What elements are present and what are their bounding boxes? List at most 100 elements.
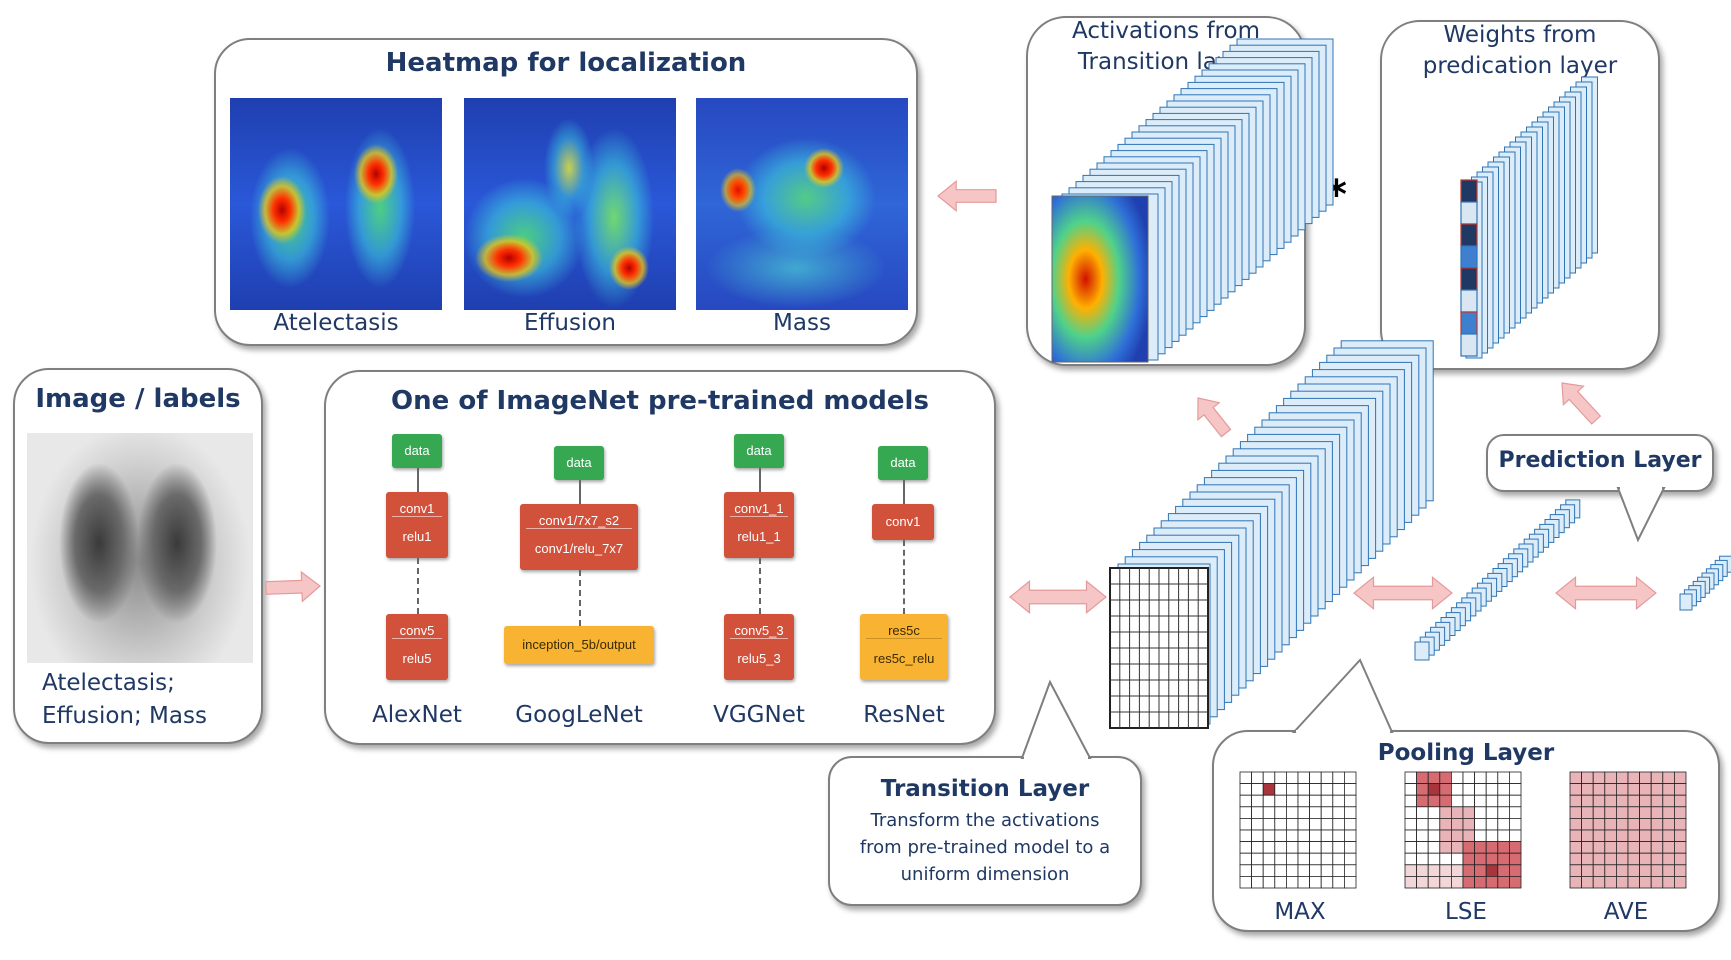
pool-max-cell-8-7: [1320, 864, 1334, 877]
pool-max-cell-7-8: [1332, 852, 1345, 866]
pool-max-cell-5-7: [1320, 829, 1334, 843]
pool-ave-cell-1-8: [1662, 783, 1675, 796]
pool-max-cell-4-0: [1239, 818, 1253, 831]
pool-max-cell-0-1: [1251, 771, 1264, 785]
activations-title-line1: Activations from: [1072, 18, 1260, 44]
pool-max-cell-2-0: [1239, 794, 1253, 808]
pool-ave-cell-0-4: [1616, 771, 1629, 785]
pool-lse-cell-9-7: [1485, 876, 1499, 889]
pool-lse-cell-3-0: [1404, 806, 1418, 819]
pool-ave-cell-1-4: [1616, 783, 1629, 796]
vggnet-edge-2: [759, 558, 761, 614]
pool-max-cell-1-1: [1251, 783, 1264, 796]
weights-title-line1: Weights from: [1443, 22, 1597, 48]
pool-ave-cell-4-0: [1569, 818, 1583, 831]
prediction-layer-callout: Prediction Layer: [1486, 434, 1714, 492]
pool-max-cell-8-0: [1239, 864, 1253, 877]
pool-ave-cell-4-1: [1581, 818, 1594, 831]
pool-lse-cell-4-9: [1509, 818, 1522, 831]
pool-lse-cell-5-9: [1509, 829, 1522, 843]
pool-lse-cell-7-4: [1451, 852, 1464, 866]
pool-label-max: MAX: [1274, 899, 1326, 925]
pool-ave-cell-2-0: [1569, 794, 1583, 808]
pool-ave-cell-3-6: [1639, 806, 1652, 819]
pool-lse-cell-8-4: [1451, 864, 1464, 877]
pool-ave-cell-3-5: [1627, 806, 1641, 819]
weights-cell-7: [1460, 333, 1478, 357]
pool-max-cell-9-1: [1251, 876, 1264, 889]
arrow-pooling-prediction: [1555, 575, 1657, 611]
pool-max-cell-3-6: [1309, 806, 1322, 819]
pool-lse-cell-5-8: [1497, 829, 1510, 843]
pool-lse-cell-6-1: [1416, 841, 1429, 854]
pool-ave-cell-3-4: [1616, 806, 1629, 819]
pool-max-cell-7-4: [1286, 852, 1299, 866]
weights-cell-1: [1460, 201, 1478, 225]
pool-ave-cell-6-0: [1569, 841, 1583, 854]
pool-ave-cell-6-3: [1604, 841, 1617, 854]
googlenet-inception-label: inception_5b/output: [522, 637, 636, 652]
transition-layer-callout: Transition Layer Transform the activatio…: [828, 756, 1142, 906]
vggnet-data-node: data: [734, 434, 784, 468]
heatmap-image-mass: [696, 98, 908, 310]
pool-ave-cell-0-9: [1674, 771, 1687, 785]
pool-lse-cell-4-4: [1451, 818, 1464, 831]
googlenet-data-node: data: [554, 446, 604, 480]
image-labels-panel: Image / labels Atelectasis; Effusion; Ma…: [13, 368, 263, 744]
pool-max-cell-9-7: [1320, 876, 1334, 889]
pool-max-cell-4-9: [1344, 818, 1357, 831]
pool-max-cell-1-4: [1286, 783, 1299, 796]
pool-ave-cell-5-3: [1604, 829, 1617, 843]
pool-lse-cell-1-8: [1497, 783, 1510, 796]
pool-ave-cell-4-8: [1662, 818, 1675, 831]
pool-max-cell-1-8: [1332, 783, 1345, 796]
pool-lse-cell-3-4: [1451, 806, 1464, 819]
pool-ave-cell-1-7: [1650, 783, 1664, 796]
pool-ave-cell-0-6: [1639, 771, 1652, 785]
pretrained-models-panel: One of ImageNet pre-trained models data …: [324, 370, 996, 745]
transition-desc-line3: uniform dimension: [900, 864, 1070, 885]
pool-ave-cell-9-1: [1581, 876, 1594, 889]
pool-ave-cell-0-1: [1581, 771, 1594, 785]
resnet-data-label: data: [890, 455, 916, 470]
pool-max-cell-4-1: [1251, 818, 1264, 831]
pool-max-cell-1-5: [1297, 783, 1311, 796]
resnet-data-node: data: [878, 446, 928, 480]
pool-lse-cell-1-3: [1439, 783, 1452, 796]
alexnet-relu1-label: relu1: [402, 529, 432, 544]
pool-lse-cell-0-6: [1474, 771, 1487, 785]
pool-ave-cell-7-4: [1616, 852, 1629, 866]
pool-ave-cell-2-3: [1604, 794, 1617, 808]
pool-ave-cell-6-1: [1581, 841, 1594, 854]
pool-max-cell-0-4: [1286, 771, 1299, 785]
pool-max-cell-7-2: [1262, 852, 1276, 866]
pool-lse-cell-5-4: [1451, 829, 1464, 843]
pool-max-cell-2-7: [1320, 794, 1334, 808]
prediction-vector-slab-0: [1679, 593, 1693, 611]
pool-lse-cell-6-7: [1485, 841, 1499, 854]
pool-lse-cell-3-3: [1439, 806, 1452, 819]
weights-title-line2: predication layer: [1422, 53, 1618, 79]
pool-lse-cell-2-7: [1485, 794, 1499, 808]
pool-max-cell-4-4: [1286, 818, 1299, 831]
pool-ave-cell-1-3: [1604, 783, 1617, 796]
pool-ave-cell-7-6: [1639, 852, 1652, 866]
pool-ave-cell-1-5: [1627, 783, 1641, 796]
pool-max-cell-7-3: [1274, 852, 1287, 866]
pool-max-cell-8-4: [1286, 864, 1299, 877]
pool-max-cell-2-8: [1332, 794, 1345, 808]
prediction-layer-title: Prediction Layer: [1498, 448, 1702, 473]
arrow-prediction-to-weights: [1561, 382, 1602, 425]
pool-max-cell-9-0: [1239, 876, 1253, 889]
alexnet-bottom-node: conv5 relu5: [386, 614, 448, 680]
pool-max-cell-1-0: [1239, 783, 1253, 796]
pool-max-cell-6-6: [1309, 841, 1322, 854]
alexnet-top-node: conv1 relu1: [386, 492, 448, 558]
pool-max-cell-1-6: [1309, 783, 1322, 796]
pool-lse-cell-6-6: [1474, 841, 1487, 854]
pool-max-cell-9-3: [1274, 876, 1287, 889]
heatmap-label-mass: Mass: [773, 310, 831, 336]
pool-max-cell-6-3: [1274, 841, 1287, 854]
pool-ave-cell-2-2: [1592, 794, 1606, 808]
pool-max-cell-2-6: [1309, 794, 1322, 808]
